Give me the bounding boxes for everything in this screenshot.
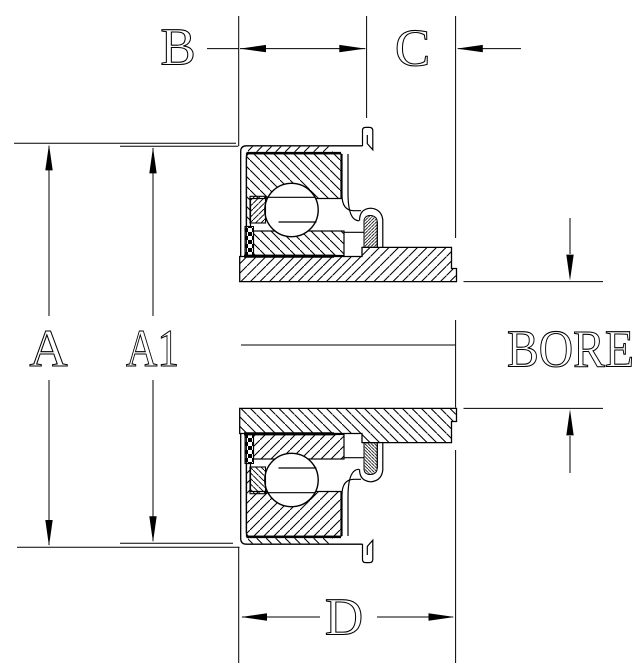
arrowhead-up-icon xyxy=(149,147,157,174)
arrowhead-up-icon xyxy=(566,409,574,436)
dimension-bore-lines xyxy=(463,218,603,473)
dim-label-bore: BORE xyxy=(507,321,634,379)
dim-label-a1: A1 xyxy=(126,320,179,378)
dimension-bore: BORE xyxy=(463,218,635,473)
arrowhead-right-icon xyxy=(428,613,455,621)
arrowhead-right-icon xyxy=(339,44,366,53)
arrowhead-left-icon xyxy=(241,613,267,621)
arrowhead-down-icon xyxy=(149,516,157,543)
dimension-c: C xyxy=(394,19,521,78)
arrowhead-down-icon xyxy=(45,520,53,546)
arrowhead-left-icon xyxy=(240,44,266,53)
arrowhead-up-icon xyxy=(45,144,53,171)
extension-lines xyxy=(238,16,457,663)
dimension-b: B xyxy=(160,18,366,77)
dim-label-d: D xyxy=(325,589,363,647)
arrowhead-left-icon xyxy=(456,44,483,53)
dimension-d: D xyxy=(241,588,455,647)
arrowhead-down-icon xyxy=(566,254,574,281)
dim-label-b: B xyxy=(160,19,195,77)
dimension-a-lines xyxy=(14,142,240,548)
dim-label-a: A xyxy=(29,320,67,378)
dim-label-c: C xyxy=(395,20,430,78)
dimension-a1-lines xyxy=(120,145,239,544)
dimension-a1: A1 xyxy=(120,145,239,544)
dimension-a: A xyxy=(14,142,240,548)
